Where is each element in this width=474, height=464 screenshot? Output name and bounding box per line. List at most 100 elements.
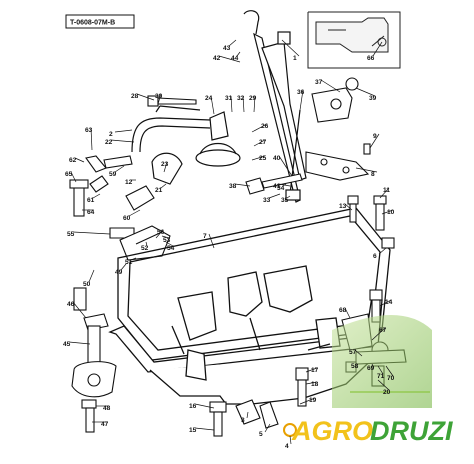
callout-64: 64 <box>87 209 95 216</box>
callout-58: 58 <box>351 363 359 370</box>
callout-42: 42 <box>213 55 221 62</box>
callout-44: 44 <box>231 55 239 62</box>
callout-4: 4 <box>285 443 289 450</box>
callout-31: 31 <box>225 95 233 102</box>
callout-65: 65 <box>65 171 73 178</box>
leader-37 <box>320 79 341 93</box>
leader-61 <box>92 193 101 199</box>
leader-38 <box>234 183 251 187</box>
leader-17 <box>305 367 318 373</box>
callout-28: 28 <box>131 93 139 100</box>
callout-9: 9 <box>373 133 377 140</box>
callout-66: 66 <box>367 55 375 62</box>
callout-2: 2 <box>109 131 113 138</box>
callout-60: 60 <box>123 215 131 222</box>
leader-26 <box>251 123 268 133</box>
callout-37: 37 <box>315 79 323 86</box>
stud-group-left <box>69 155 171 311</box>
leader-59 <box>114 165 125 173</box>
leader-52 <box>145 241 148 247</box>
leader-68 <box>344 307 351 319</box>
leader-4 <box>289 435 292 445</box>
callout-71: 71 <box>377 373 385 380</box>
callout-7: 7 <box>203 233 207 240</box>
callout-50: 50 <box>83 281 91 288</box>
callout-53: 53 <box>163 237 171 244</box>
leader-31 <box>230 95 233 113</box>
leader-40 <box>278 155 293 177</box>
bolt-38 <box>245 173 303 195</box>
leader-29 <box>253 95 256 113</box>
watermark-agro: AGRO <box>291 416 373 446</box>
callout-52: 52 <box>141 245 149 252</box>
callout-6: 6 <box>373 253 377 260</box>
callout-45: 45 <box>63 341 71 348</box>
callout-57: 57 <box>349 349 357 356</box>
leader-2 <box>114 129 133 133</box>
leader-53 <box>161 235 170 239</box>
leader-13 <box>344 203 353 211</box>
callout-20: 20 <box>383 389 391 396</box>
leader-3 <box>246 411 249 419</box>
callout-39: 39 <box>369 95 377 102</box>
callout-15: 15 <box>189 427 197 434</box>
leader-18 <box>305 381 318 385</box>
callout-8: 8 <box>371 171 375 178</box>
rail-bracket <box>305 151 370 181</box>
callout-47: 47 <box>101 421 109 428</box>
callout-48: 48 <box>103 405 111 412</box>
callout-51: 51 <box>125 259 133 266</box>
breather-bracket <box>311 77 359 123</box>
leader-35 <box>286 195 291 199</box>
leader-69 <box>371 363 374 367</box>
callout-67: 67 <box>379 327 387 334</box>
leader-44 <box>236 51 241 57</box>
leader-54 <box>165 241 174 247</box>
callout-70: 70 <box>387 375 395 382</box>
leader-28 <box>136 93 155 101</box>
callout-40: 40 <box>273 155 281 162</box>
callout-16: 16 <box>189 403 197 410</box>
drawing-reference: T-0608-07M-B <box>70 20 115 27</box>
callout-68: 68 <box>339 307 347 314</box>
drawing-reference-box: T-0608-07M-B <box>65 14 135 29</box>
leader-32 <box>242 95 245 113</box>
oil-suction-pipe <box>131 105 241 185</box>
callout-1: 1 <box>293 55 297 62</box>
callout-59: 59 <box>109 171 117 178</box>
leader-60 <box>128 209 141 217</box>
leader-57 <box>354 349 363 357</box>
leader-62 <box>74 157 85 163</box>
leader-36 <box>299 89 304 111</box>
callout-26: 26 <box>261 123 269 130</box>
callout-17: 17 <box>311 367 319 374</box>
callout-24: 24 <box>205 95 213 102</box>
watermark-druzi: DRUZI <box>370 416 453 446</box>
leader-56 <box>155 229 164 239</box>
callout-14: 14 <box>385 299 393 306</box>
callout-34: 34 <box>277 185 285 192</box>
leader-39 <box>355 87 376 97</box>
callout-5: 5 <box>259 431 263 438</box>
leader-5 <box>264 423 271 433</box>
leader-27 <box>253 139 266 147</box>
callout-63: 63 <box>85 127 93 134</box>
detail-frame <box>307 11 401 69</box>
leader-65 <box>70 171 77 183</box>
callout-43: 43 <box>223 45 231 52</box>
leader-55 <box>72 231 111 235</box>
leader-50 <box>88 269 95 283</box>
oil-pan <box>108 265 383 405</box>
leader-10 <box>381 209 394 215</box>
callout-38: 38 <box>229 183 237 190</box>
leader-46 <box>72 301 87 319</box>
callout-36: 36 <box>297 89 305 96</box>
leader-7 <box>208 233 215 249</box>
leader-45 <box>68 341 91 345</box>
callout-labels: 1234567891011121314151617181920212223242… <box>63 45 395 450</box>
callout-35: 35 <box>281 197 289 204</box>
callout-21: 21 <box>155 187 163 194</box>
callout-33: 33 <box>263 197 271 204</box>
leader-51 <box>130 257 137 261</box>
